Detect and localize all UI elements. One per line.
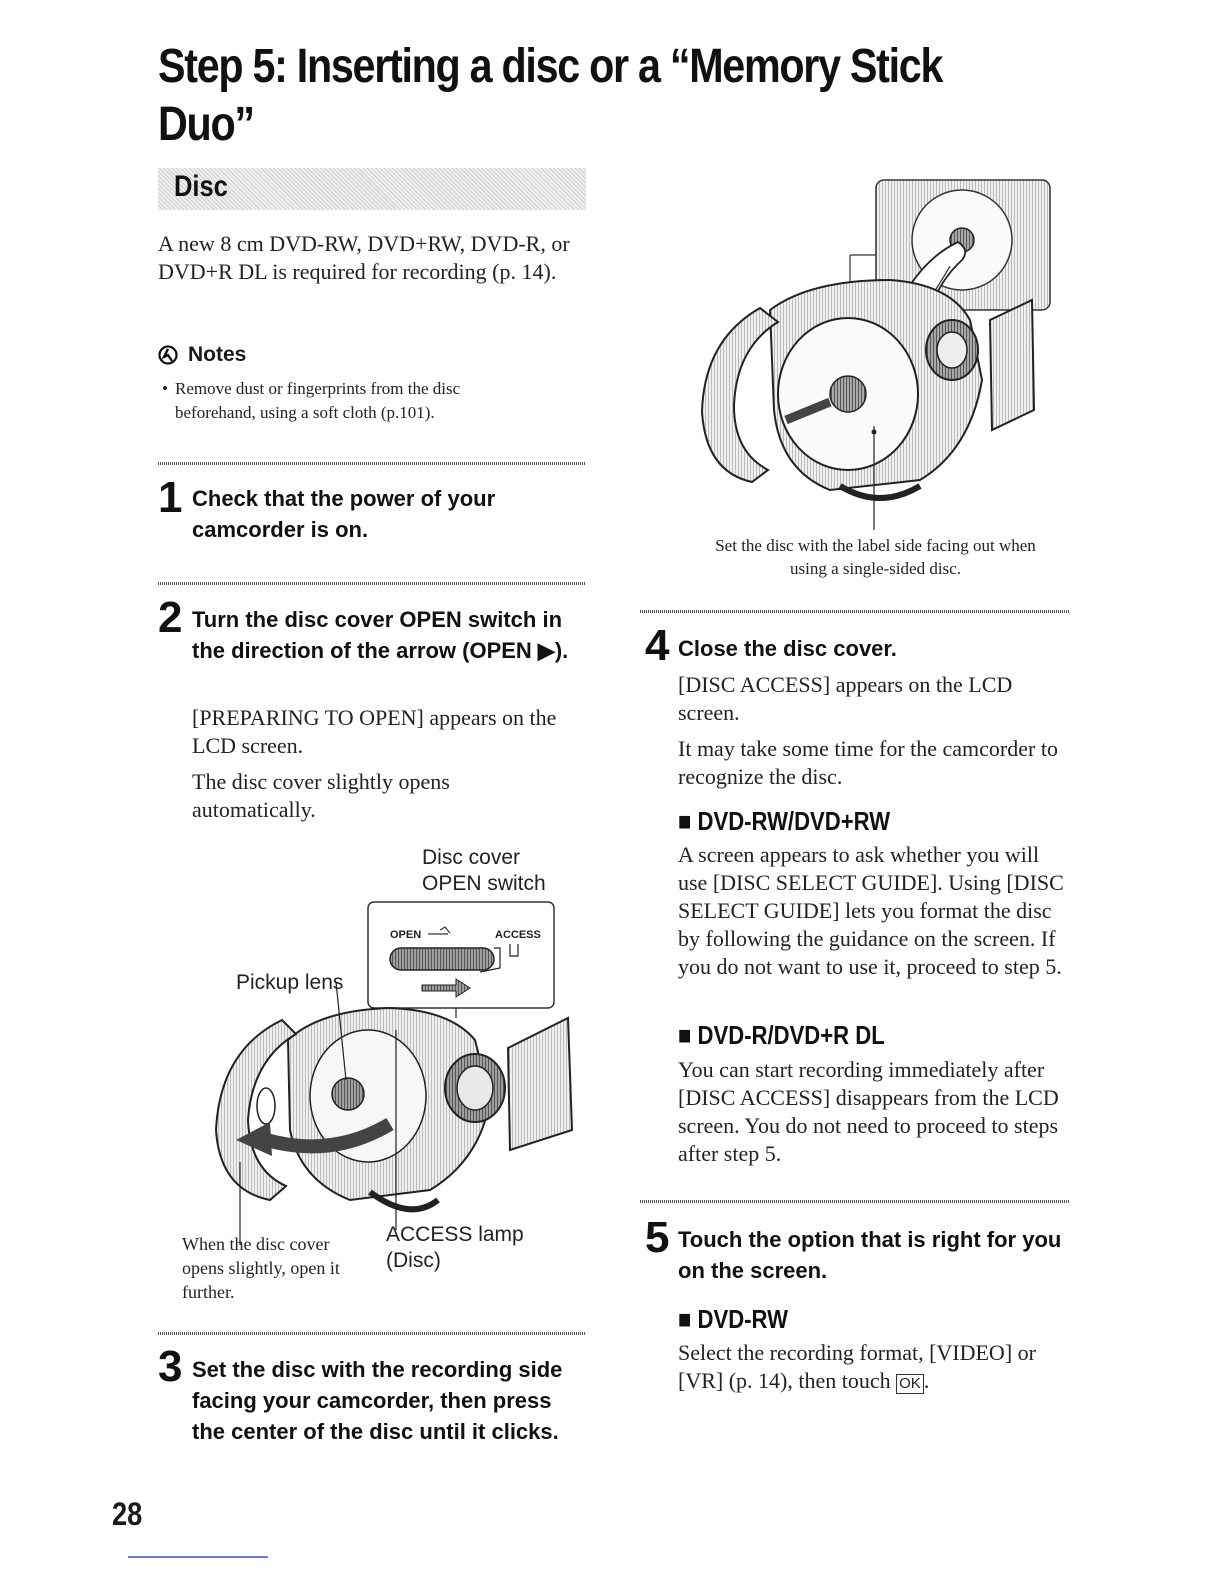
- step-heading: Check that the power of your camcorder i…: [192, 486, 496, 542]
- subsection-heading: ■ DVD-R/DVD+R DL: [678, 1020, 885, 1050]
- figure-caption: Set the disc with the label side facing …: [715, 536, 1036, 578]
- notes-title: Notes: [188, 343, 247, 366]
- divider: [158, 462, 586, 465]
- page-number: 28: [112, 1496, 143, 1532]
- note-bullet: •: [162, 379, 168, 398]
- subsection-text-main: Select the recording format, [VIDEO] or …: [678, 1340, 1036, 1393]
- step-number: 5: [645, 1213, 670, 1262]
- figure-label: Pickup lens: [236, 971, 344, 994]
- step-number: 1: [158, 473, 183, 522]
- step-text: It may take some time for the camcorder …: [678, 736, 1058, 789]
- notes-header: Notes: [158, 343, 246, 367]
- step-text: [DISC ACCESS] appears on the LCD screen.: [678, 672, 1013, 725]
- step-heading: Set the disc with the recording side fac…: [192, 1357, 563, 1444]
- subsection-text: A screen appears to ask whether you will…: [678, 842, 1064, 979]
- subsection-text: Select the recording format, [VIDEO] or …: [678, 1339, 1058, 1395]
- inset-access-label: ACCESS: [495, 929, 541, 941]
- subsection-text: You can start recording immediately afte…: [678, 1057, 1059, 1166]
- step-text: [PREPARING TO OPEN] appears on the LCD s…: [192, 705, 557, 758]
- ok-button-glyph: OK: [896, 1374, 924, 1394]
- page-link-underline: [128, 1556, 268, 1558]
- divider: [158, 1332, 586, 1335]
- figure-label: Disc cover OPEN switch: [422, 846, 546, 895]
- disc-intro: A new 8 cm DVD-RW, DVD+RW, DVD-R, or DVD…: [158, 231, 570, 284]
- page-title: Step 5: Inserting a disc or a “Memory St…: [158, 40, 943, 151]
- figure-caption: When the disc cover opens slightly, open…: [182, 1234, 340, 1302]
- step-text: The disc cover slightly opens automatica…: [192, 769, 450, 822]
- step-number: 4: [645, 621, 670, 670]
- step-heading: Turn the disc cover OPEN switch in the d…: [192, 607, 569, 663]
- step-number: 2: [158, 593, 183, 642]
- divider: [640, 610, 1070, 613]
- disc-insert-illustration: [700, 179, 1051, 530]
- divider: [640, 1200, 1070, 1203]
- subsection-heading: ■ DVD-RW/DVD+RW: [678, 806, 891, 836]
- section-bar: [158, 168, 586, 210]
- subsection-text-end: .: [923, 1368, 930, 1393]
- section-label: Disc: [174, 170, 228, 203]
- subsection-heading: ■ DVD-RW: [678, 1304, 788, 1334]
- divider: [158, 582, 586, 585]
- camcorder-open-illustration: OPEN ACCESS: [214, 901, 574, 1245]
- inset-open-label: OPEN: [390, 929, 421, 941]
- step-heading: Close the disc cover.: [678, 636, 897, 661]
- step-heading: Touch the option that is right for you o…: [678, 1227, 1062, 1283]
- step-number: 3: [158, 1342, 183, 1391]
- note-text: Remove dust or fingerprints from the dis…: [175, 379, 461, 422]
- figure-label: ACCESS lamp (Disc): [386, 1223, 524, 1272]
- notes-icon: [158, 345, 178, 365]
